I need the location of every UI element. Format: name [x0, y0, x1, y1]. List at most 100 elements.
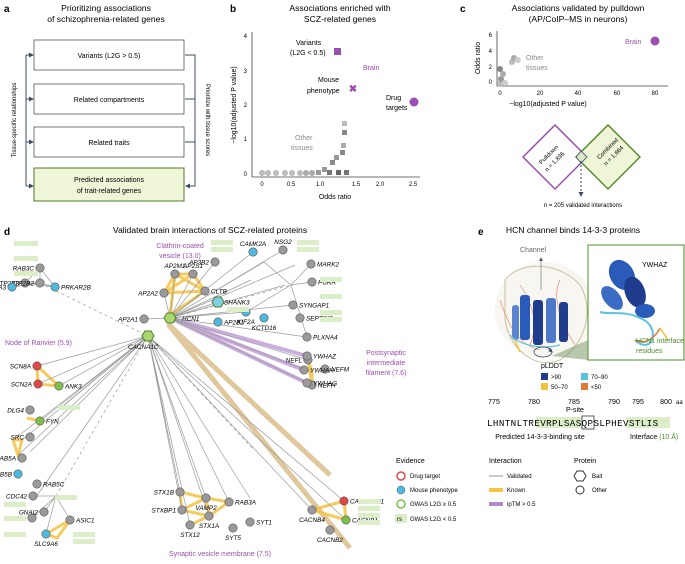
svg-text:✖: ✖	[349, 84, 357, 95]
panel-c: c Associations validated by pulldown (AP…	[460, 3, 668, 209]
panel-c-xlabel: −log10(adjusted P value)	[509, 101, 587, 108]
label-kif2a: KIF2A	[237, 319, 255, 326]
svg-text:1.0: 1.0	[316, 182, 325, 188]
label-src: SRC	[11, 435, 25, 442]
plddt-1: 70–90	[591, 375, 608, 381]
node-cltb	[200, 286, 210, 296]
node-ank3	[54, 381, 64, 391]
sequence-text: LHNTNLTREVRPLSASQPSLPHEVSTLIS	[487, 418, 659, 429]
node-gnai2	[39, 507, 49, 517]
label-septin3: SEPTIN3	[306, 316, 333, 323]
svg-text:20: 20	[537, 91, 544, 97]
panel-d-label: d	[4, 227, 10, 238]
node-rab5a	[17, 453, 27, 463]
node-mark2	[306, 259, 316, 269]
box-variants	[33, 39, 185, 71]
panel-e-label: e	[478, 227, 484, 238]
validated-count: n = 205 validated interactions	[544, 203, 622, 209]
svg-text:60: 60	[614, 91, 621, 97]
ann-variants-2: (L2G < 0.5)	[290, 50, 326, 57]
label-shank3: SHANK3	[224, 300, 250, 307]
label-vamp2: VAMP2	[195, 505, 217, 512]
legend-protein-title: Protein	[574, 458, 596, 465]
panel-d: d Validated brain interactions of SCZ-re…	[0, 225, 607, 558]
dashed-edges	[39, 282, 292, 497]
ann-other-c-1: Other	[526, 55, 544, 62]
svg-text:4: 4	[489, 49, 493, 55]
tick-785: 785	[568, 399, 580, 406]
panel-c-ylabel: Odds ratio	[475, 42, 482, 74]
interface-note: Interface (10 Å)	[630, 432, 678, 441]
svg-text:0.5: 0.5	[287, 182, 296, 188]
label-ap3b2: AP3B2	[188, 260, 209, 267]
label-rab3a: RAB3A	[235, 500, 256, 507]
panel-a-label: a	[4, 4, 10, 15]
node-stx12	[185, 520, 195, 530]
node-vamp2	[201, 493, 211, 503]
node-septin3	[295, 313, 305, 323]
plddt-2: 50–70	[551, 385, 568, 391]
ywhaz-structure	[599, 259, 669, 346]
panel-c-title-1: Associations validated by pulldown	[512, 3, 645, 13]
label-slc9a6: SLC9A6	[34, 541, 58, 548]
ann-other-b-1: Other	[295, 135, 313, 142]
cluster-postsyn-2: intermediate	[367, 360, 406, 367]
node-stx1a	[204, 511, 214, 521]
label-scn2a: SCN2A	[11, 382, 32, 389]
legend-interaction-title: Interaction	[489, 458, 522, 465]
label-rab5c: RAB5C	[43, 482, 65, 489]
label-scn8a: SCN8A	[10, 364, 31, 371]
label-ywhah: YWHAH	[310, 368, 334, 375]
zoom-wedge	[552, 340, 588, 360]
svg-text:1.5: 1.5	[352, 182, 361, 188]
tick-800: 800	[660, 399, 672, 406]
tick-775: 775	[488, 399, 500, 406]
box-predicted-text-1: Predicted associations	[74, 177, 145, 184]
inset-interface-1: HCN1 interface	[636, 338, 684, 345]
cluster-clathrin-1: Clathrin-coated	[156, 243, 204, 250]
box-predicted	[33, 167, 185, 202]
node-ywhag	[302, 378, 312, 388]
tick-795: 795	[632, 399, 644, 406]
ann-drug-2: targets	[386, 105, 408, 112]
tick-780: 780	[528, 399, 540, 406]
legend-other: Other	[592, 488, 607, 494]
box-traits-text: Related traits	[88, 140, 130, 147]
svg-text:6: 6	[489, 33, 493, 39]
cluster-clathrin-2: vesicle (13.0)	[159, 253, 201, 260]
panel-a-title-2: of schizophrenia-related genes	[47, 14, 165, 24]
label-ap2b1: AP2B1	[223, 320, 244, 327]
panel-e: e HCN channel binds 14-3-3 proteins Chan…	[478, 225, 685, 441]
label-dlg4: DLG4	[7, 408, 24, 415]
svg-text:2: 2	[244, 103, 248, 109]
ann-brain-b: Brain	[363, 65, 379, 72]
label-mark2: MARK2	[317, 262, 339, 269]
label-nefm: NEFM	[331, 367, 350, 374]
cluster-synaptic: Synaptic vesicle membrane (7.5)	[169, 551, 271, 558]
node-scn8a	[32, 361, 42, 371]
panel-c-label: c	[460, 4, 466, 15]
node-nefm	[320, 364, 330, 374]
label-rab5b: RAB5B	[0, 472, 13, 479]
box-compartments-text: Related compartments	[74, 97, 145, 104]
node-kctd16	[259, 313, 269, 323]
label-ap2a1: AP2A1	[117, 317, 138, 324]
label-pura: PURA	[318, 280, 336, 287]
node-stx1b	[175, 487, 185, 497]
node-cdc42	[28, 491, 38, 501]
node-ntrk2	[27, 513, 37, 523]
legend-drug: Drug target	[410, 474, 440, 480]
channel-structure: Channel	[495, 247, 595, 364]
node-rab5c	[32, 479, 42, 489]
node-ap2b1	[213, 317, 223, 327]
label-camk2a: CAMK2A	[240, 241, 266, 248]
cluster-postsyn-1: Postsynaptic	[366, 350, 406, 357]
label-atp2b2: ATP2B2	[10, 281, 35, 288]
svg-text:0: 0	[498, 91, 502, 97]
node-camk2a	[248, 247, 258, 257]
label-syt5: SYT5	[225, 535, 241, 542]
panel-b-xlabel: Odds ratio	[319, 194, 351, 201]
node-nsg2	[278, 245, 288, 255]
panel-b: b Associations enriched with SCZ-related…	[230, 3, 420, 201]
node-atp2b3	[20, 278, 30, 288]
